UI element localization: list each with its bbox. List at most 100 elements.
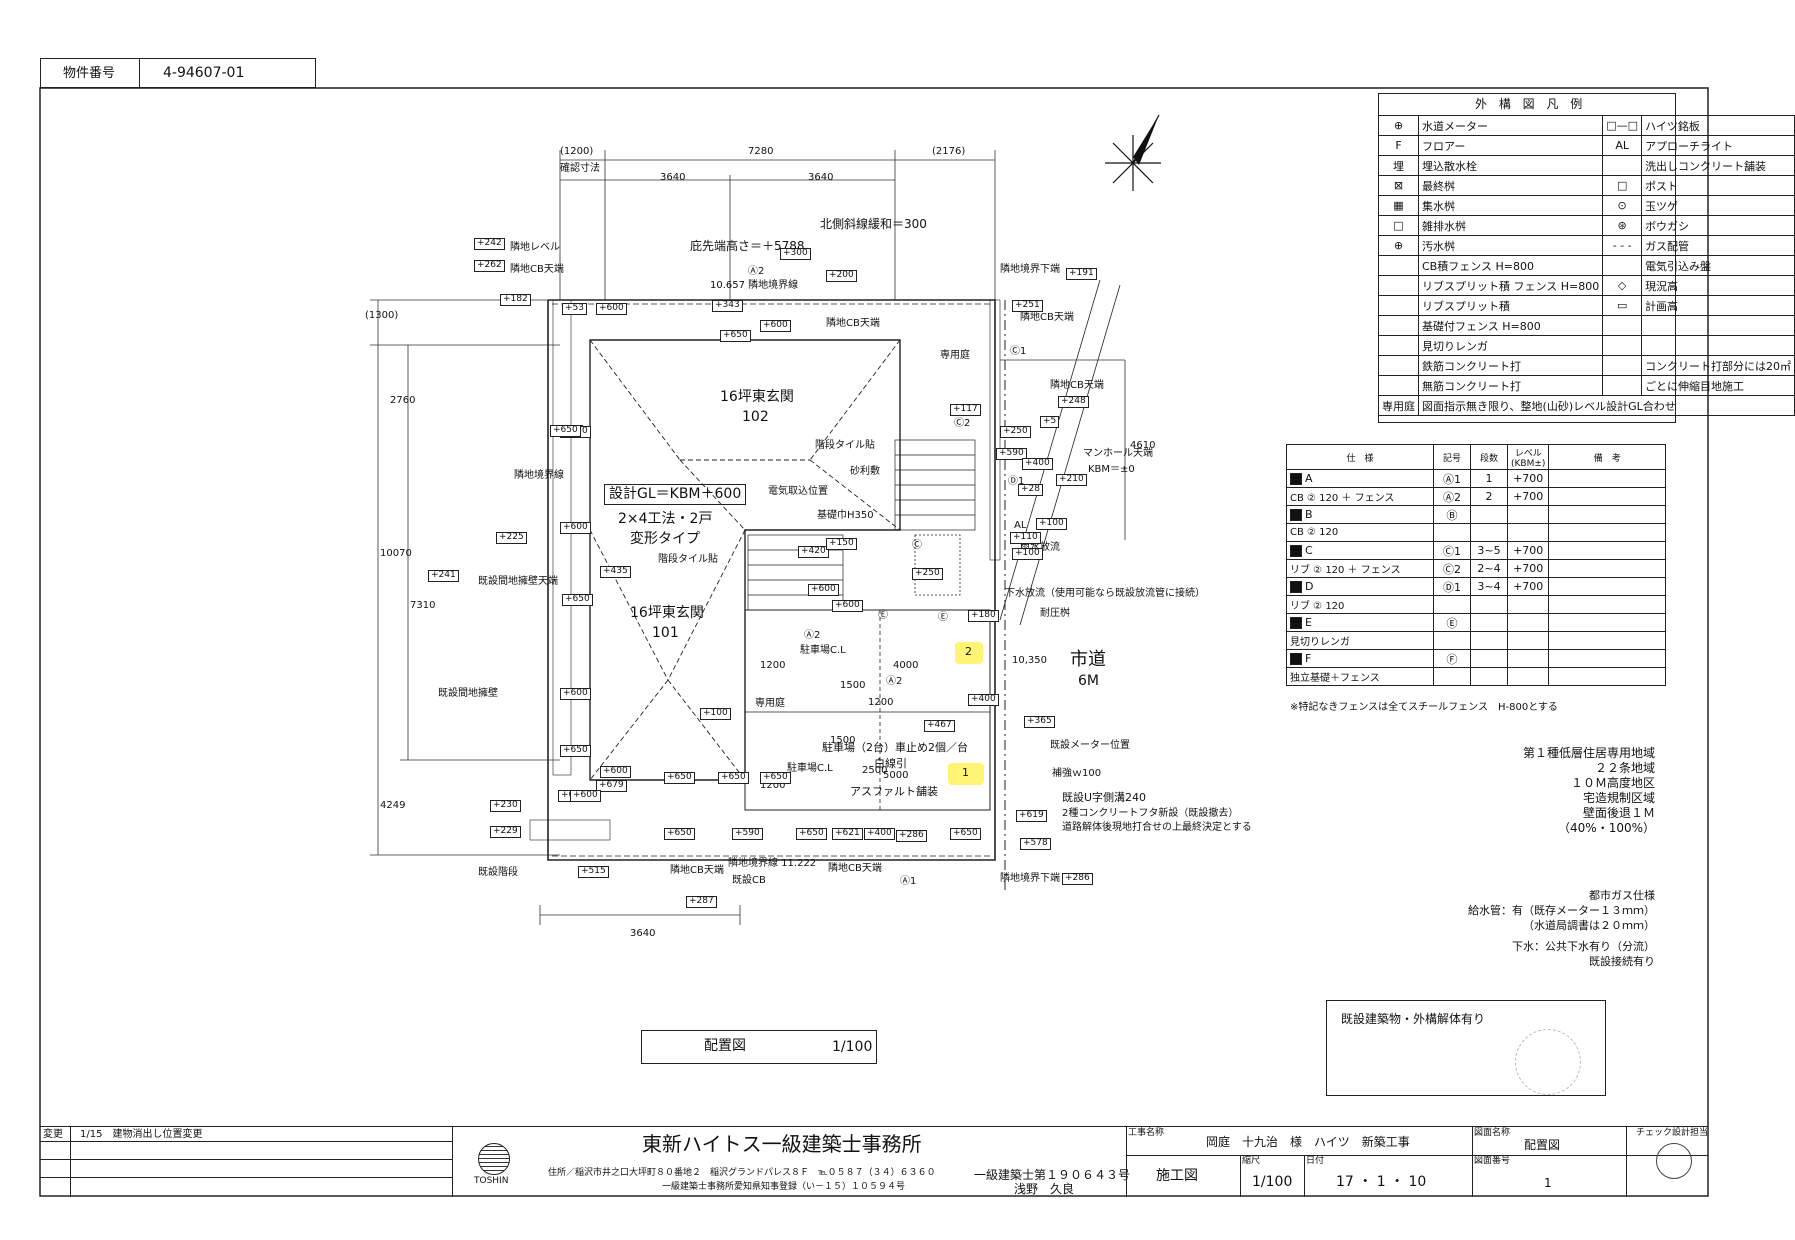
dim-top2: 3640 xyxy=(808,172,834,183)
level-tag: +241 xyxy=(428,570,459,582)
level-tag: +650 xyxy=(562,594,593,606)
level-tag: +467 xyxy=(924,720,955,732)
level-tag: +250 xyxy=(912,568,943,580)
legend-label: ポスト xyxy=(1641,175,1795,196)
scale-label: 縮尺 xyxy=(1242,1156,1261,1166)
legend-row: 無筋コンクリート打ごとに伸縮目地施工 xyxy=(1378,375,1795,396)
dim-top2: 3640 xyxy=(660,172,686,183)
note: 道路解体後現地打合せの上最終決定とする xyxy=(1062,822,1252,833)
element-mark: Ⓒ1 xyxy=(1010,346,1027,357)
level-tag: +343 xyxy=(712,300,743,312)
drawing-name-label: 図面名称 xyxy=(1474,1128,1511,1138)
legend-symbol xyxy=(1378,255,1419,276)
spec-row: 見切りレンガ xyxy=(1286,631,1666,650)
spec-level: +700 xyxy=(1506,559,1550,578)
spec-header-cell: 仕 様 xyxy=(1286,444,1434,470)
approve-label: 設計担当 xyxy=(1672,1128,1709,1138)
note: 隣地CB天端 xyxy=(826,318,880,329)
level-tag: +251 xyxy=(1012,300,1043,312)
architect-no: 一級建築士第１９０６４３号 xyxy=(974,1168,1131,1182)
legend-row: リブスプリット積 フェンス H=800◇現況高 xyxy=(1378,275,1795,296)
level-tag: +225 xyxy=(496,532,527,544)
legend-symbol xyxy=(1602,355,1643,376)
level-tag: +182 xyxy=(500,294,531,306)
stamp xyxy=(1515,1029,1581,1095)
dim-top: (1200) xyxy=(560,146,594,157)
legend-row: ⊠最終桝□ポスト xyxy=(1378,175,1795,196)
project-name: 岡庭 十九治 様 ハイツ 新築工事 xyxy=(1206,1135,1410,1149)
level-tag: +53 xyxy=(562,303,587,315)
zoning-line: （40%・100%） xyxy=(1558,821,1655,835)
asphalt: アスファルト舗装 xyxy=(850,785,938,798)
dim-parking: 2500 xyxy=(862,765,888,776)
level-tag: +248 xyxy=(1058,396,1089,408)
level-tag: +286 xyxy=(896,830,927,842)
level-tag: +600 xyxy=(832,600,863,612)
level-tag: +590 xyxy=(732,828,763,840)
parking-label: 駐車場（2台）車止め2個／台 xyxy=(822,741,968,754)
element-mark: AL xyxy=(1014,520,1027,531)
level-tag: +100 xyxy=(1012,548,1043,560)
zoning-line: 宅造規制区域 xyxy=(1582,791,1655,805)
level-tag: +5 xyxy=(1040,416,1060,428)
spec-remarks xyxy=(1548,541,1666,560)
level-tag: +242 xyxy=(474,238,505,250)
spec-level xyxy=(1506,649,1550,668)
legend-symbol: ⊕ xyxy=(1378,115,1419,136)
level-tag: +650 xyxy=(664,828,695,840)
note: 基礎巾H350 xyxy=(817,510,874,521)
legend-label: CB積フェンス H=800 xyxy=(1417,255,1604,276)
drawing-title-box: 配置図 1/100 xyxy=(641,1030,877,1064)
boundary-bottom: 隣地境界線 11.222 xyxy=(728,858,817,869)
level-tag: +600 xyxy=(600,766,631,778)
spec-level xyxy=(1506,505,1550,524)
spec-desc: 見切りレンガ xyxy=(1286,631,1434,650)
legend-label: 玉ツゲ xyxy=(1641,195,1795,216)
note: 隣地CB天端 xyxy=(1050,380,1104,391)
spec-code: B xyxy=(1286,505,1434,524)
level-tag: +400 xyxy=(1022,458,1053,470)
legend-label: 水道メーター xyxy=(1417,115,1604,136)
project-label: 工事名称 xyxy=(1128,1128,1165,1138)
level-tag: +435 xyxy=(600,566,631,578)
element-mark: Ⓒ2 xyxy=(954,418,971,429)
level-tag: +600 xyxy=(560,688,591,700)
legend-symbol xyxy=(1378,275,1419,296)
spec-code: E xyxy=(1286,613,1434,632)
level-tag: +250 xyxy=(1000,426,1031,438)
level-tag: +229 xyxy=(490,826,521,838)
note: 2種コンクリートフタ新設（既設撤去） xyxy=(1062,808,1239,819)
element-mark: Ⓒ xyxy=(912,540,922,551)
legend-label: 基礎付フェンス H=800 xyxy=(1417,315,1604,336)
zoning-line: 壁面後退１Ｍ xyxy=(1582,806,1655,820)
level-tag: +28 xyxy=(1018,484,1043,496)
legend-label: ごとに伸縮目地施工 xyxy=(1641,375,1795,396)
drawing-scale: 1/100 xyxy=(832,1039,873,1055)
spec-level: +700 xyxy=(1506,487,1550,506)
spec-symbol: Ⓑ xyxy=(1433,505,1471,524)
level-tag: +600 xyxy=(570,790,601,802)
spec-symbol xyxy=(1433,595,1471,614)
legend-row: ⊕水道メーター□—□ハイツ銘板 xyxy=(1378,115,1795,136)
structure: 2×4工法・2戸 xyxy=(618,511,713,527)
level-tag: +110 xyxy=(1010,532,1041,544)
spec-row: リブ ② 120 xyxy=(1286,595,1666,614)
demolition-note: 既設建築物・外構解体有り xyxy=(1341,1012,1486,1026)
road-label: 市道 xyxy=(1070,649,1106,670)
level-tag: +286 xyxy=(1062,873,1093,885)
white-line: 白線引 xyxy=(874,757,907,770)
spec-remarks xyxy=(1548,595,1666,614)
legend-label: フロアー xyxy=(1417,135,1604,156)
spec-code: D xyxy=(1286,577,1434,596)
spec-desc: 独立基礎＋フェンス xyxy=(1286,667,1434,686)
structure-type: 変形タイプ xyxy=(630,531,700,547)
legend-symbol xyxy=(1378,335,1419,356)
spec-steps xyxy=(1470,631,1508,650)
spec-symbol xyxy=(1433,631,1471,650)
legend-label: ガス配管 xyxy=(1641,235,1795,256)
level-tag: +200 xyxy=(826,270,857,282)
level-tag: +619 xyxy=(1016,810,1047,822)
